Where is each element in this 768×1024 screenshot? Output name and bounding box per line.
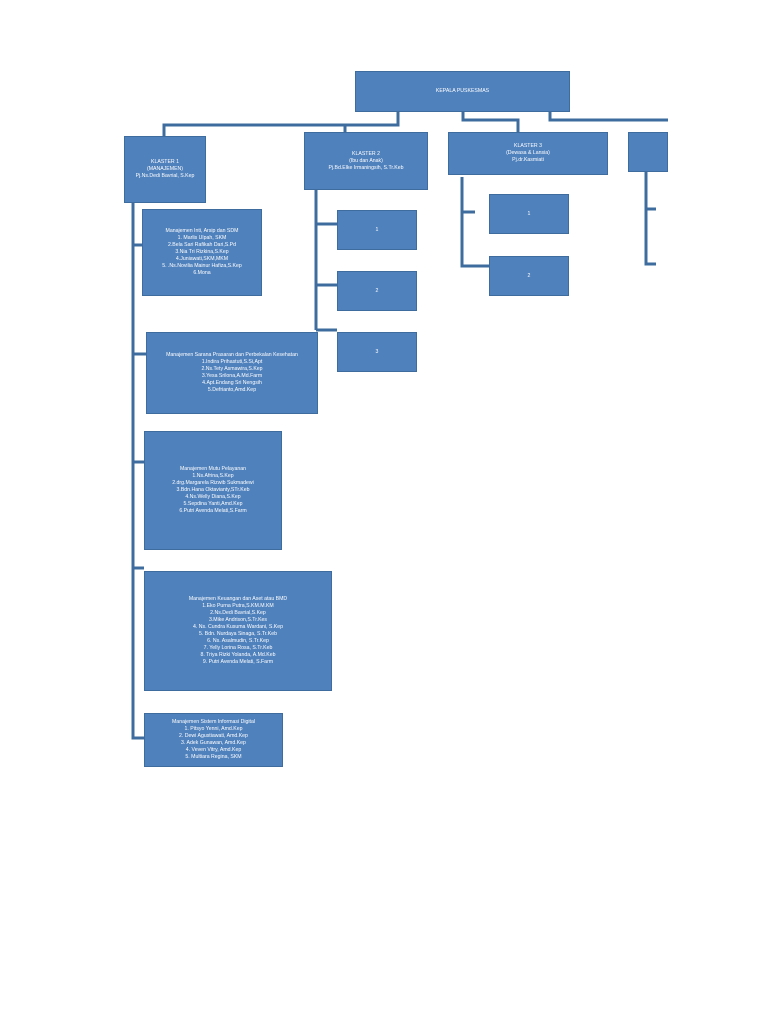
unit-line: 5.Sepdina Yanti,Amd.Kep — [183, 501, 243, 507]
unit-line: 5. .Ns.Novilia Mainur Hafiza,S.Kep — [162, 263, 242, 269]
k3-unit-box: 1 — [489, 194, 569, 234]
unit-line: 3.Bdn.Hana Oktavianty,STr.Keb — [176, 487, 250, 493]
unit-line: 2.Ns.Dedi Bavrial,S.Kep — [210, 610, 266, 616]
klaster-3-line: KLASTER 3 — [514, 143, 542, 149]
k2-unit-box: 2 — [337, 271, 417, 311]
unit-line: 2.Ns.Tety Asmawira,S.Kep — [201, 366, 263, 372]
klaster-3-line: Pj.dr.Kasmiati — [512, 157, 544, 163]
unit-line: 7. Yelly Lorina Rosa, S.Tr.Keb — [203, 645, 273, 651]
k2-unit-box: 1 — [337, 210, 417, 250]
klaster-2-line: (Ibu dan Anak) — [349, 157, 383, 164]
unit-line: 1.Indira Prihastuti,S.Si,Apt — [201, 359, 263, 365]
k1-unit-box: Manajemen Keuangan dan Aset atau BMD 1.E… — [144, 571, 332, 691]
klaster-1-box: KLASTER 1 (MANAJEMEN) Pj.Ns.Dedi Bavrial… — [124, 136, 206, 203]
unit-line: 4.Apt.Endang Sri Nengsih — [202, 380, 262, 386]
k1-unit-box: Manajemen Mutu Pelayanan 1.Ns.Afrina,S.K… — [144, 431, 282, 550]
unit-number: 1 — [527, 210, 531, 217]
k1-unit-box: Manajemen Sarana Prasaran dan Perbekalan… — [146, 332, 318, 414]
unit-line: 8. Triya Rizki Yolanda, A.Md.Keb — [200, 652, 276, 658]
klaster-1-line: (MANAJEMEN) — [146, 166, 184, 172]
unit-line: 1. Marlis Ulpah, SKM — [177, 235, 227, 241]
unit-line: 2. Dewi Agustiawati, Amd.Kep — [179, 733, 248, 739]
unit-line: 3.Nia Tri Rizkina,S.Kep — [175, 249, 229, 255]
unit-line: 4.Juniawati,SKM,MKM — [175, 256, 229, 262]
unit-number: 3 — [375, 348, 379, 355]
unit-number: 2 — [527, 272, 531, 279]
unit-line: 1.Eko Purna Putra,S.KM.M.KM — [202, 603, 274, 609]
unit-line: 1.Ns.Afrina,S.Kep — [192, 473, 234, 479]
unit-line: 6.Mona — [193, 270, 211, 276]
klaster-2-line: KLASTER 2 — [352, 150, 380, 157]
unit-line: 6. Ns. Asalmudin, S.Tr.Kep — [207, 638, 269, 644]
unit-number: 1 — [375, 226, 379, 233]
unit-line: 2.Bela Sari Rafikah Dari,S.Pd — [167, 242, 237, 248]
klaster-2-box: KLASTER 2 (Ibu dan Anak) Pj.Bd.Elke Irma… — [304, 132, 428, 190]
unit-line: 4. Veven Vitry, Amd.Kep — [185, 747, 242, 753]
klaster-3-box: KLASTER 3 (Dewasa & Lansia) Pj.dr.Kasmia… — [448, 132, 608, 175]
unit-line: 4. Ns. Cundra Kusuma Wardani, S.Kep — [192, 624, 284, 630]
k1-unit-box: Manajemen Inti, Arsip dan SDM 1. Marlis … — [142, 209, 262, 296]
klaster-1-line: Pj.Ns.Dedi Bavrial, S.Kep — [135, 173, 195, 179]
unit-line: Manajemen Mutu Pelayanan — [179, 466, 247, 472]
klaster-2-line: Pj.Bd.Elke Irmaningsih, S.Tr.Keb — [328, 164, 404, 171]
unit-line: 9. Putri Avenda Melati, S.Farm — [202, 659, 274, 665]
unit-line: 5. Multiara Regina, SKM — [185, 754, 242, 760]
klaster-3-line: (Dewasa & Lansia) — [506, 150, 550, 156]
k3-unit-box: 2 — [489, 256, 569, 296]
unit-line: Manajemen Keuangan dan Aset atau BMD — [188, 596, 288, 602]
k2-unit-box: 3 — [337, 332, 417, 372]
head-box: KEPALA PUSKESMAS — [355, 71, 570, 112]
unit-line: Manajemen Sarana Prasaran dan Perbekalan… — [166, 352, 298, 358]
klaster-4-box — [628, 132, 668, 172]
k1-unit-box: Manajemen Sistem Informasi Digital 1. Pi… — [144, 713, 283, 767]
unit-line: 3.Yesa Srilona,A.Md.Farm — [201, 373, 263, 379]
unit-line: 6.Putri Avenda Melati,S.Farm — [179, 508, 247, 514]
unit-line: 4.Ns.Welly Diana,S.Kep — [185, 494, 241, 500]
unit-line: 3. Adek Gunawan, Amd.Kep — [181, 740, 246, 746]
klaster-1-line: KLASTER 1 — [151, 159, 179, 165]
unit-line: 2.drg.Margarela Rizwib Sukmadewi — [172, 480, 254, 486]
unit-line: Manajemen Inti, Arsip dan SDM — [165, 228, 239, 234]
unit-line: 1. Pitsyo Yenni, Amd.Kep — [184, 726, 243, 732]
unit-number: 2 — [375, 287, 379, 294]
unit-line: Manajemen Sistem Informasi Digital — [171, 719, 256, 725]
unit-line: 5. Bdn. Nurdaya Sinaga, S.Tr.Keb — [199, 631, 277, 637]
head-title: KEPALA PUSKESMAS — [435, 88, 490, 94]
unit-line: 5.Defrianto,Amd.Kep — [207, 387, 257, 393]
unit-line: 3.Mike Andrison,S.Tr.Kes — [208, 617, 268, 623]
